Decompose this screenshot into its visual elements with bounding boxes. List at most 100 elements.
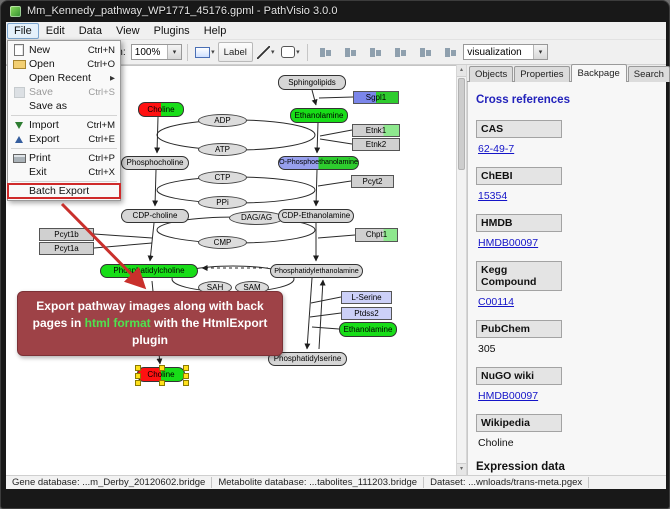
pathway-node-pcyt2[interactable]: Pcyt2 [351,175,394,188]
menu-item-batch-export[interactable]: Batch Export [7,183,121,199]
pathway-node-sgpl1[interactable]: Sgpl1 [353,91,399,104]
pathway-node-phosphatidylcholine[interactable]: Phosphatidylcholine [100,264,198,278]
app-icon [10,6,21,17]
pathway-node-pcyt1b[interactable]: Pcyt1b [39,228,94,241]
reference-id-link[interactable]: HMDB00097 [478,390,539,402]
reference-id-link[interactable]: C00114 [478,296,515,308]
pathway-edge [318,96,354,99]
menubar-item-view[interactable]: View [115,24,140,37]
pathway-node-ethanolamine[interactable]: Ethanolamine [290,108,348,123]
common-size-button[interactable] [413,41,437,63]
pathway-node-ppi[interactable]: PPi [198,196,247,209]
selection-handle[interactable] [135,372,141,379]
pathway-node-dag-ag[interactable]: DAG/AG [229,211,284,225]
tab-properties[interactable]: Properties [514,66,570,82]
align-center-horizontal-button[interactable] [313,41,337,63]
scrollbar-thumb[interactable] [458,78,465,170]
selection-handle[interactable] [159,380,165,386]
title-bar[interactable]: Mm_Kennedy_pathway_WP1771_45176.gpml - P… [1,1,669,22]
pathway-node-adp[interactable]: ADP [198,114,247,127]
selection-handle[interactable] [183,365,189,371]
reference-id: Choline [478,437,514,449]
menubar-item-help[interactable]: Help [203,24,227,37]
stack-button[interactable] [438,41,462,63]
datanode-tool-button[interactable]: ▾ [193,41,217,63]
chevron-down-icon: ▾ [271,49,275,56]
menubar-item-edit[interactable]: Edit [45,24,65,37]
arrow-down-icon: ▾ [459,466,463,472]
pathway-node-label: O-Phosphoethanolamine [279,158,358,167]
annotation-highlight: html format [84,316,151,330]
menubar-item-file[interactable]: File [7,22,39,39]
tab-objects[interactable]: Objects [469,66,514,82]
visualization-combobox[interactable]: visualization ▾ [463,44,548,60]
scroll-up-button[interactable]: ▴ [457,65,466,77]
pathway-node-ctp[interactable]: CTP [198,171,247,184]
reference-id-link[interactable]: 15354 [478,190,508,202]
pathway-node-choline[interactable]: Choline [138,102,184,117]
pathway-node-etnk1[interactable]: Etnk1 [352,124,400,137]
tab-backpage[interactable]: Backpage [570,64,627,82]
pathway-node-pcyt1a[interactable]: Pcyt1a [39,242,94,255]
align-top-button[interactable] [388,41,412,63]
pathway-node-label: Sgpl1 [365,92,387,102]
status-bar: Gene database: ...m_Derby_20120602.bridg… [6,475,666,489]
pathway-node-phosphatidylethanolamine[interactable]: Phosphatidylethanolamine [270,264,363,278]
selection-handle[interactable] [159,365,165,371]
align-center-vertical-button[interactable] [338,41,362,63]
pathway-node-l-serine[interactable]: L-Serine [341,291,392,304]
pathway-node-label: Ptdss2 [354,308,379,318]
chevron-down-icon: ▾ [538,49,543,56]
pathway-node-o-phosphoethanolamine[interactable]: O-Phosphoethanolamine [278,156,359,170]
pathway-edge [318,279,326,350]
scroll-down-button[interactable]: ▾ [457,463,466,475]
zoom-dropdown-button[interactable]: ▾ [167,45,182,59]
line-tool-button[interactable]: ▾ [254,41,278,63]
reference-id-link[interactable]: 62-49-7 [478,143,515,155]
reference-id-link[interactable]: HMDB00097 [478,237,539,249]
pathway-node-cdp-ethanolamine[interactable]: CDP-Ethanolamine [278,209,354,223]
pathway-node-choline[interactable]: Choline [135,365,189,386]
align-left-button[interactable] [363,41,387,63]
pathway-node-chpt1[interactable]: Chpt1 [355,228,398,242]
pathway-node-phosphocholine[interactable]: Phosphocholine [121,156,189,170]
selection-handle[interactable] [135,365,141,371]
pathway-node-cdp-choline[interactable]: CDP-choline [121,209,189,223]
pathway-node-sphingolipids[interactable]: Sphingolipids [278,75,346,90]
pathway-edge [314,122,321,154]
menubar-item-data[interactable]: Data [78,24,102,37]
label-tool-button[interactable]: Label [217,42,253,62]
pathway-node-label: ADP [214,115,231,125]
menu-item-label: Batch Export [29,185,90,197]
selection-handle[interactable] [183,380,189,386]
pathway-edge [317,180,352,187]
pathway-node-atp[interactable]: ATP [198,143,247,156]
align-center-horizontal-icon [318,46,332,58]
selection-handle[interactable] [183,372,189,379]
menu-item-open-recent[interactable]: Open Recent▶ [8,71,120,85]
shape-tool-button[interactable]: ▾ [279,41,303,63]
canvas-vertical-scrollbar[interactable]: ▴ ▾ [456,65,467,475]
zoom-combobox[interactable]: 100% ▾ [130,44,183,60]
tab-search[interactable]: Search [627,66,670,82]
pathway-node-label: Etnk2 [365,139,387,149]
pathway-node-cmp[interactable]: CMP [198,236,247,249]
selection-handle[interactable] [135,380,141,386]
pathway-node-etnk2[interactable]: Etnk2 [352,138,400,151]
pathway-node-ptdss2[interactable]: Ptdss2 [341,307,392,320]
visualization-dropdown-button[interactable]: ▾ [533,45,547,59]
menu-item-save-as[interactable]: Save as [8,99,120,113]
menu-item-label: Save [29,86,53,98]
menubar-item-plugins[interactable]: Plugins [153,24,190,37]
pathway-node-ethanolamine[interactable]: Ethanolamine [339,322,397,337]
